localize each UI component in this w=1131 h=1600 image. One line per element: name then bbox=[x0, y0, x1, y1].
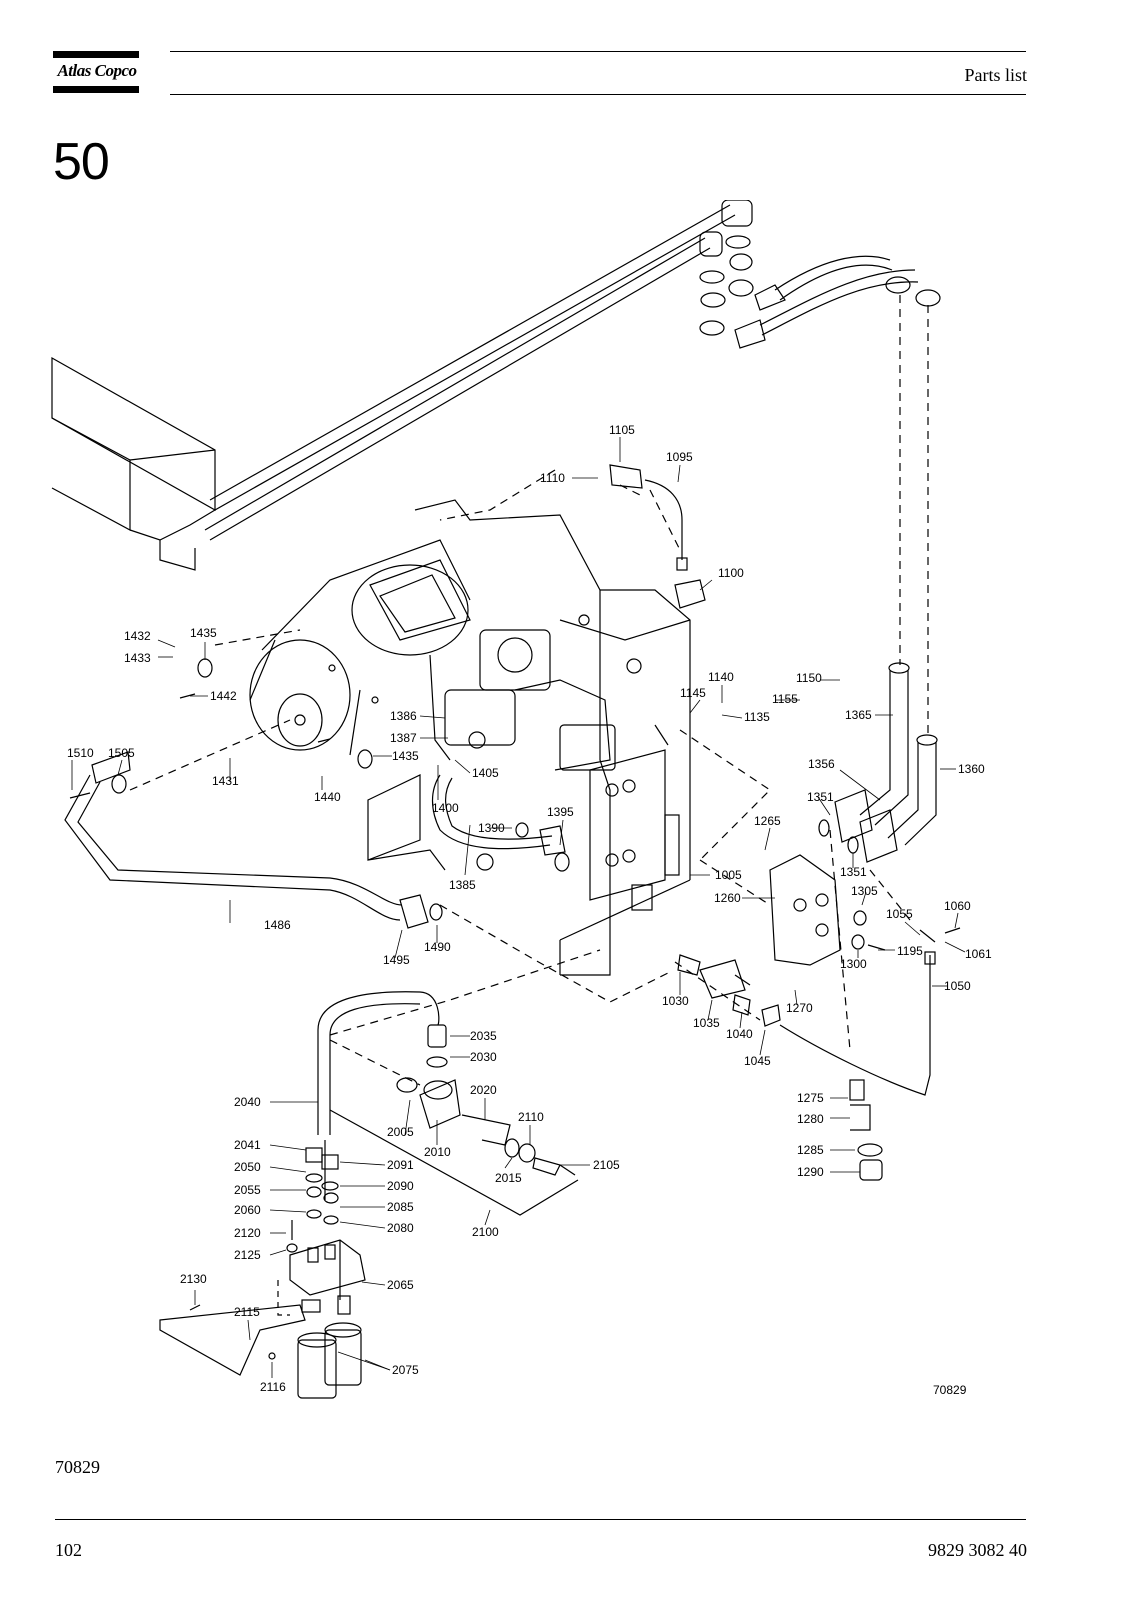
callout-1055: 1055 bbox=[886, 907, 913, 921]
callout-2105: 2105 bbox=[593, 1158, 620, 1172]
callout-1435: 1435 bbox=[392, 749, 419, 763]
callout-1510: 1510 bbox=[67, 746, 94, 760]
callout-2100: 2100 bbox=[472, 1225, 499, 1239]
callout-1351: 1351 bbox=[840, 865, 867, 879]
callout-1395: 1395 bbox=[547, 805, 574, 819]
callout-1140: 1140 bbox=[708, 670, 734, 684]
callout-1495: 1495 bbox=[383, 953, 410, 967]
callout-1285: 1285 bbox=[797, 1143, 824, 1157]
callout-1385: 1385 bbox=[449, 878, 476, 892]
callout-2116: 2116 bbox=[260, 1380, 286, 1394]
callout-1265: 1265 bbox=[754, 814, 781, 828]
callout-2035: 2035 bbox=[470, 1029, 497, 1043]
callout-2065: 2065 bbox=[387, 1278, 414, 1292]
callout-1351-top: 1351 bbox=[807, 790, 834, 804]
figure-image-number: 70829 bbox=[933, 1383, 967, 1397]
callout-1040: 1040 bbox=[726, 1027, 753, 1041]
callout-2110: 2110 bbox=[518, 1110, 544, 1124]
callout-1360: 1360 bbox=[958, 762, 985, 776]
callout-1035: 1035 bbox=[693, 1016, 720, 1030]
callout-2055: 2055 bbox=[234, 1183, 261, 1197]
callout-1045: 1045 bbox=[744, 1054, 771, 1068]
callout-1155: 1155 bbox=[772, 692, 798, 706]
callout-1486: 1486 bbox=[264, 918, 291, 932]
callout-2010: 2010 bbox=[424, 1145, 451, 1159]
logo-bottom-bar bbox=[53, 86, 139, 93]
logo-top-bar bbox=[53, 51, 139, 58]
logo-wordmark: Atlas Copco bbox=[57, 61, 137, 80]
callout-1060: 1060 bbox=[944, 899, 971, 913]
callout-1300: 1300 bbox=[840, 957, 867, 971]
header-bottom-rule bbox=[170, 94, 1026, 95]
callout-1260: 1260 bbox=[714, 891, 741, 905]
callout-2041: 2041 bbox=[234, 1138, 261, 1152]
figure-reference: 70829 bbox=[55, 1457, 100, 1477]
callout-1050: 1050 bbox=[944, 979, 971, 993]
callout-2050: 2050 bbox=[234, 1160, 261, 1174]
callout-1431: 1431 bbox=[212, 774, 239, 788]
callout-2125: 2125 bbox=[234, 1248, 261, 1262]
document-number: 9829 3082 40 bbox=[928, 1540, 1027, 1560]
callout-1442: 1442 bbox=[210, 689, 237, 703]
callout-2005: 2005 bbox=[387, 1125, 414, 1139]
callout-1030: 1030 bbox=[662, 994, 689, 1008]
page-header-title: Parts list bbox=[964, 65, 1027, 85]
callout-1110: 1110 bbox=[540, 471, 565, 485]
callout-1432: 1432 bbox=[124, 629, 151, 643]
callout-1505: 1505 bbox=[108, 746, 135, 760]
callout-1150: 1150 bbox=[796, 671, 822, 685]
callout-1490: 1490 bbox=[424, 940, 451, 954]
callout-2090: 2090 bbox=[387, 1179, 414, 1193]
callout-1305: 1305 bbox=[851, 884, 878, 898]
callout-1280: 1280 bbox=[797, 1112, 824, 1126]
leader-lines bbox=[71, 437, 966, 1378]
callout-1387: 1387 bbox=[390, 731, 417, 745]
part-callouts: 1105 1110 1095 1100 1432 1433 1435 1442 … bbox=[67, 423, 992, 1397]
callout-2130: 2130 bbox=[180, 1272, 207, 1286]
section-number: 50 bbox=[53, 133, 110, 191]
callout-1135: 1135 bbox=[744, 710, 770, 724]
callout-1145: 1145 bbox=[680, 686, 706, 700]
callout-1005: 1005 bbox=[715, 868, 742, 882]
callout-1095: 1095 bbox=[666, 450, 693, 464]
callout-1195: 1195 bbox=[897, 944, 923, 958]
callout-1400: 1400 bbox=[432, 801, 459, 815]
callout-2115: 2115 bbox=[234, 1305, 260, 1319]
callout-2020: 2020 bbox=[470, 1083, 497, 1097]
callout-1440: 1440 bbox=[314, 790, 341, 804]
callout-2075: 2075 bbox=[392, 1363, 419, 1377]
callout-1390: 1390 bbox=[478, 821, 505, 835]
page-number: 102 bbox=[55, 1540, 82, 1560]
callout-2085: 2085 bbox=[387, 1200, 414, 1214]
callout-1365: 1365 bbox=[845, 708, 872, 722]
callout-1433: 1433 bbox=[124, 651, 151, 665]
callout-2060: 2060 bbox=[234, 1203, 261, 1217]
callout-2120: 2120 bbox=[234, 1226, 261, 1240]
exploded-parts-diagram: 1105 1110 1095 1100 1432 1433 1435 1442 … bbox=[51, 200, 992, 1399]
atlas-copco-logo: Atlas Copco bbox=[53, 51, 139, 93]
callout-1105: 1105 bbox=[609, 423, 635, 437]
callout-1100: 1100 bbox=[718, 566, 744, 580]
header-top-rule bbox=[170, 51, 1026, 52]
callout-1386: 1386 bbox=[390, 709, 417, 723]
callout-2091: 2091 bbox=[387, 1158, 414, 1172]
callout-2030: 2030 bbox=[470, 1050, 497, 1064]
callout-1275: 1275 bbox=[797, 1091, 824, 1105]
callout-1405: 1405 bbox=[472, 766, 499, 780]
callout-2040: 2040 bbox=[234, 1095, 261, 1109]
callout-1356: 1356 bbox=[808, 757, 835, 771]
callout-1061: 1061 bbox=[965, 947, 992, 961]
footer-rule bbox=[55, 1519, 1026, 1520]
callout-2015: 2015 bbox=[495, 1171, 522, 1185]
diagram-drawing bbox=[51, 200, 961, 1399]
callout-1290: 1290 bbox=[797, 1165, 824, 1179]
callout-1435-top: 1435 bbox=[190, 626, 217, 640]
callout-2080: 2080 bbox=[387, 1221, 414, 1235]
callout-1270: 1270 bbox=[786, 1001, 813, 1015]
